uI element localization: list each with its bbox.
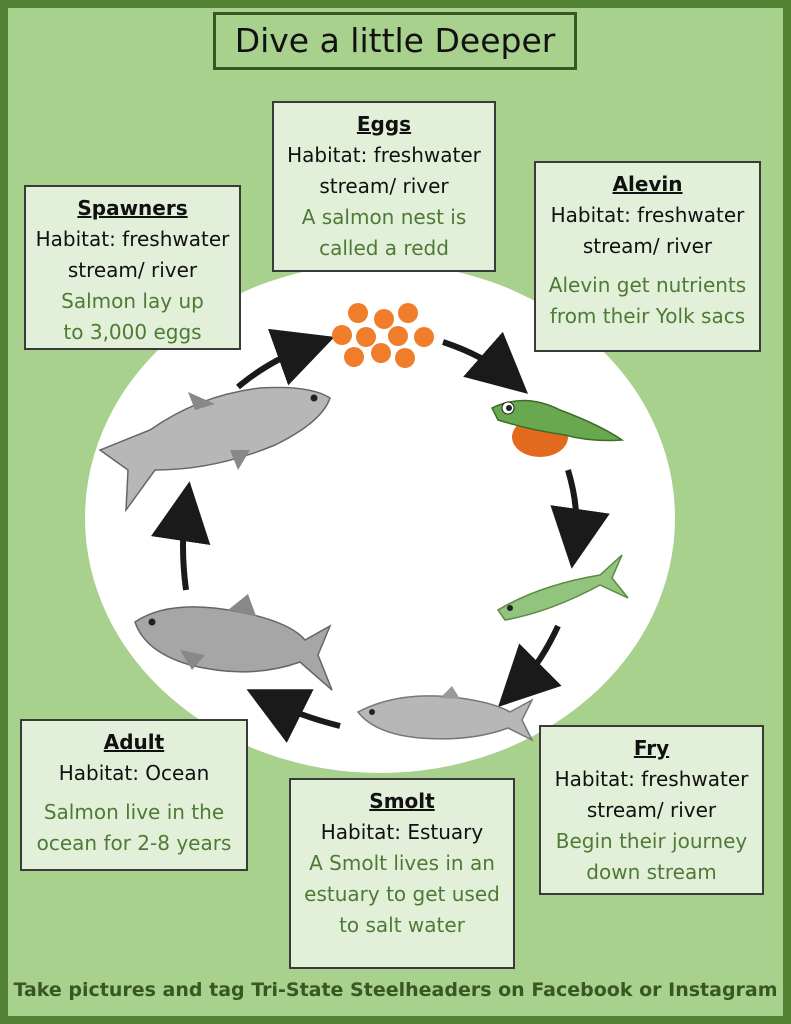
stage-card-adult: Adult Habitat: Ocean Salmon live in the … bbox=[20, 719, 248, 871]
stage-card-fry: Fry Habitat: freshwater stream/ river Be… bbox=[539, 725, 764, 895]
stage-note-fry-2: down stream bbox=[586, 860, 717, 884]
page-title: Dive a little Deeper bbox=[213, 12, 577, 70]
stage-habitat-fry-1: Habitat: freshwater bbox=[554, 767, 749, 791]
arrow-fry-to-smolt bbox=[498, 624, 562, 707]
stage-card-spawners: Spawners Habitat: freshwater stream/ riv… bbox=[24, 185, 241, 350]
stage-note-smolt-3: to salt water bbox=[339, 913, 465, 937]
arrow-alevin-to-fry bbox=[550, 469, 610, 569]
stage-habitat-smolt-1: Habitat: Estuary bbox=[320, 820, 484, 844]
stage-note-adult-2: ocean for 2-8 years bbox=[36, 831, 232, 855]
stage-note-alevin-1: Alevin get nutrients bbox=[548, 273, 747, 297]
stage-note-fry-1: Begin their journey bbox=[555, 829, 748, 853]
stage-habitat-spawners-2: stream/ river bbox=[67, 258, 198, 282]
stage-title-spawners: Spawners bbox=[77, 196, 188, 220]
stage-habitat-adult-1: Habitat: Ocean bbox=[58, 761, 210, 785]
arrow-spawners-to-eggs bbox=[236, 328, 335, 390]
stage-title-eggs: Eggs bbox=[356, 112, 412, 136]
stage-habitat-eggs-1: Habitat: freshwater bbox=[287, 143, 481, 167]
arrow-smolt-to-adult bbox=[246, 689, 341, 743]
stage-note-eggs-1: A salmon nest is bbox=[301, 205, 467, 229]
alevin-icon bbox=[490, 399, 625, 457]
stage-note-spawners-2: to 3,000 eggs bbox=[63, 320, 202, 344]
footer-caption: Take pictures and tag Tri-State Steelhea… bbox=[13, 979, 778, 1001]
stage-title-alevin: Alevin bbox=[612, 172, 683, 196]
stage-note-smolt-1: A Smolt lives in an bbox=[309, 851, 495, 875]
stage-habitat-eggs-2: stream/ river bbox=[319, 174, 449, 198]
adult-salmon-icon bbox=[134, 594, 333, 691]
stage-note-eggs-2: called a redd bbox=[319, 236, 449, 260]
stage-habitat-alevin-2: stream/ river bbox=[582, 234, 713, 258]
stage-title-fry: Fry bbox=[633, 736, 670, 760]
stage-note-adult-1: Salmon live in the bbox=[43, 800, 225, 824]
stage-habitat-fry-2: stream/ river bbox=[586, 798, 717, 822]
stage-title-adult: Adult bbox=[103, 730, 165, 754]
stage-habitat-spawners-1: Habitat: freshwater bbox=[35, 227, 230, 251]
stage-card-smolt: Smolt Habitat: Estuary A Smolt lives in … bbox=[289, 778, 515, 969]
eggs-cluster-icon bbox=[332, 303, 434, 368]
fry-icon bbox=[496, 554, 629, 621]
stage-habitat-alevin-1: Habitat: freshwater bbox=[550, 203, 745, 227]
spawner-salmon-icon bbox=[98, 386, 331, 513]
stage-note-spawners-1: Salmon lay up bbox=[61, 289, 204, 313]
stage-card-alevin: Alevin Habitat: freshwater stream/ river… bbox=[534, 161, 761, 352]
stage-note-alevin-2: from their Yolk sacs bbox=[549, 304, 746, 328]
arrow-eggs-to-alevin bbox=[442, 331, 529, 394]
stage-note-smolt-2: estuary to get used bbox=[304, 882, 500, 906]
arrow-adult-to-spawners bbox=[150, 481, 211, 591]
stage-title-smolt: Smolt bbox=[369, 789, 435, 813]
stage-card-eggs: Eggs Habitat: freshwater stream/ river A… bbox=[272, 101, 496, 272]
smolt-icon bbox=[356, 686, 534, 742]
